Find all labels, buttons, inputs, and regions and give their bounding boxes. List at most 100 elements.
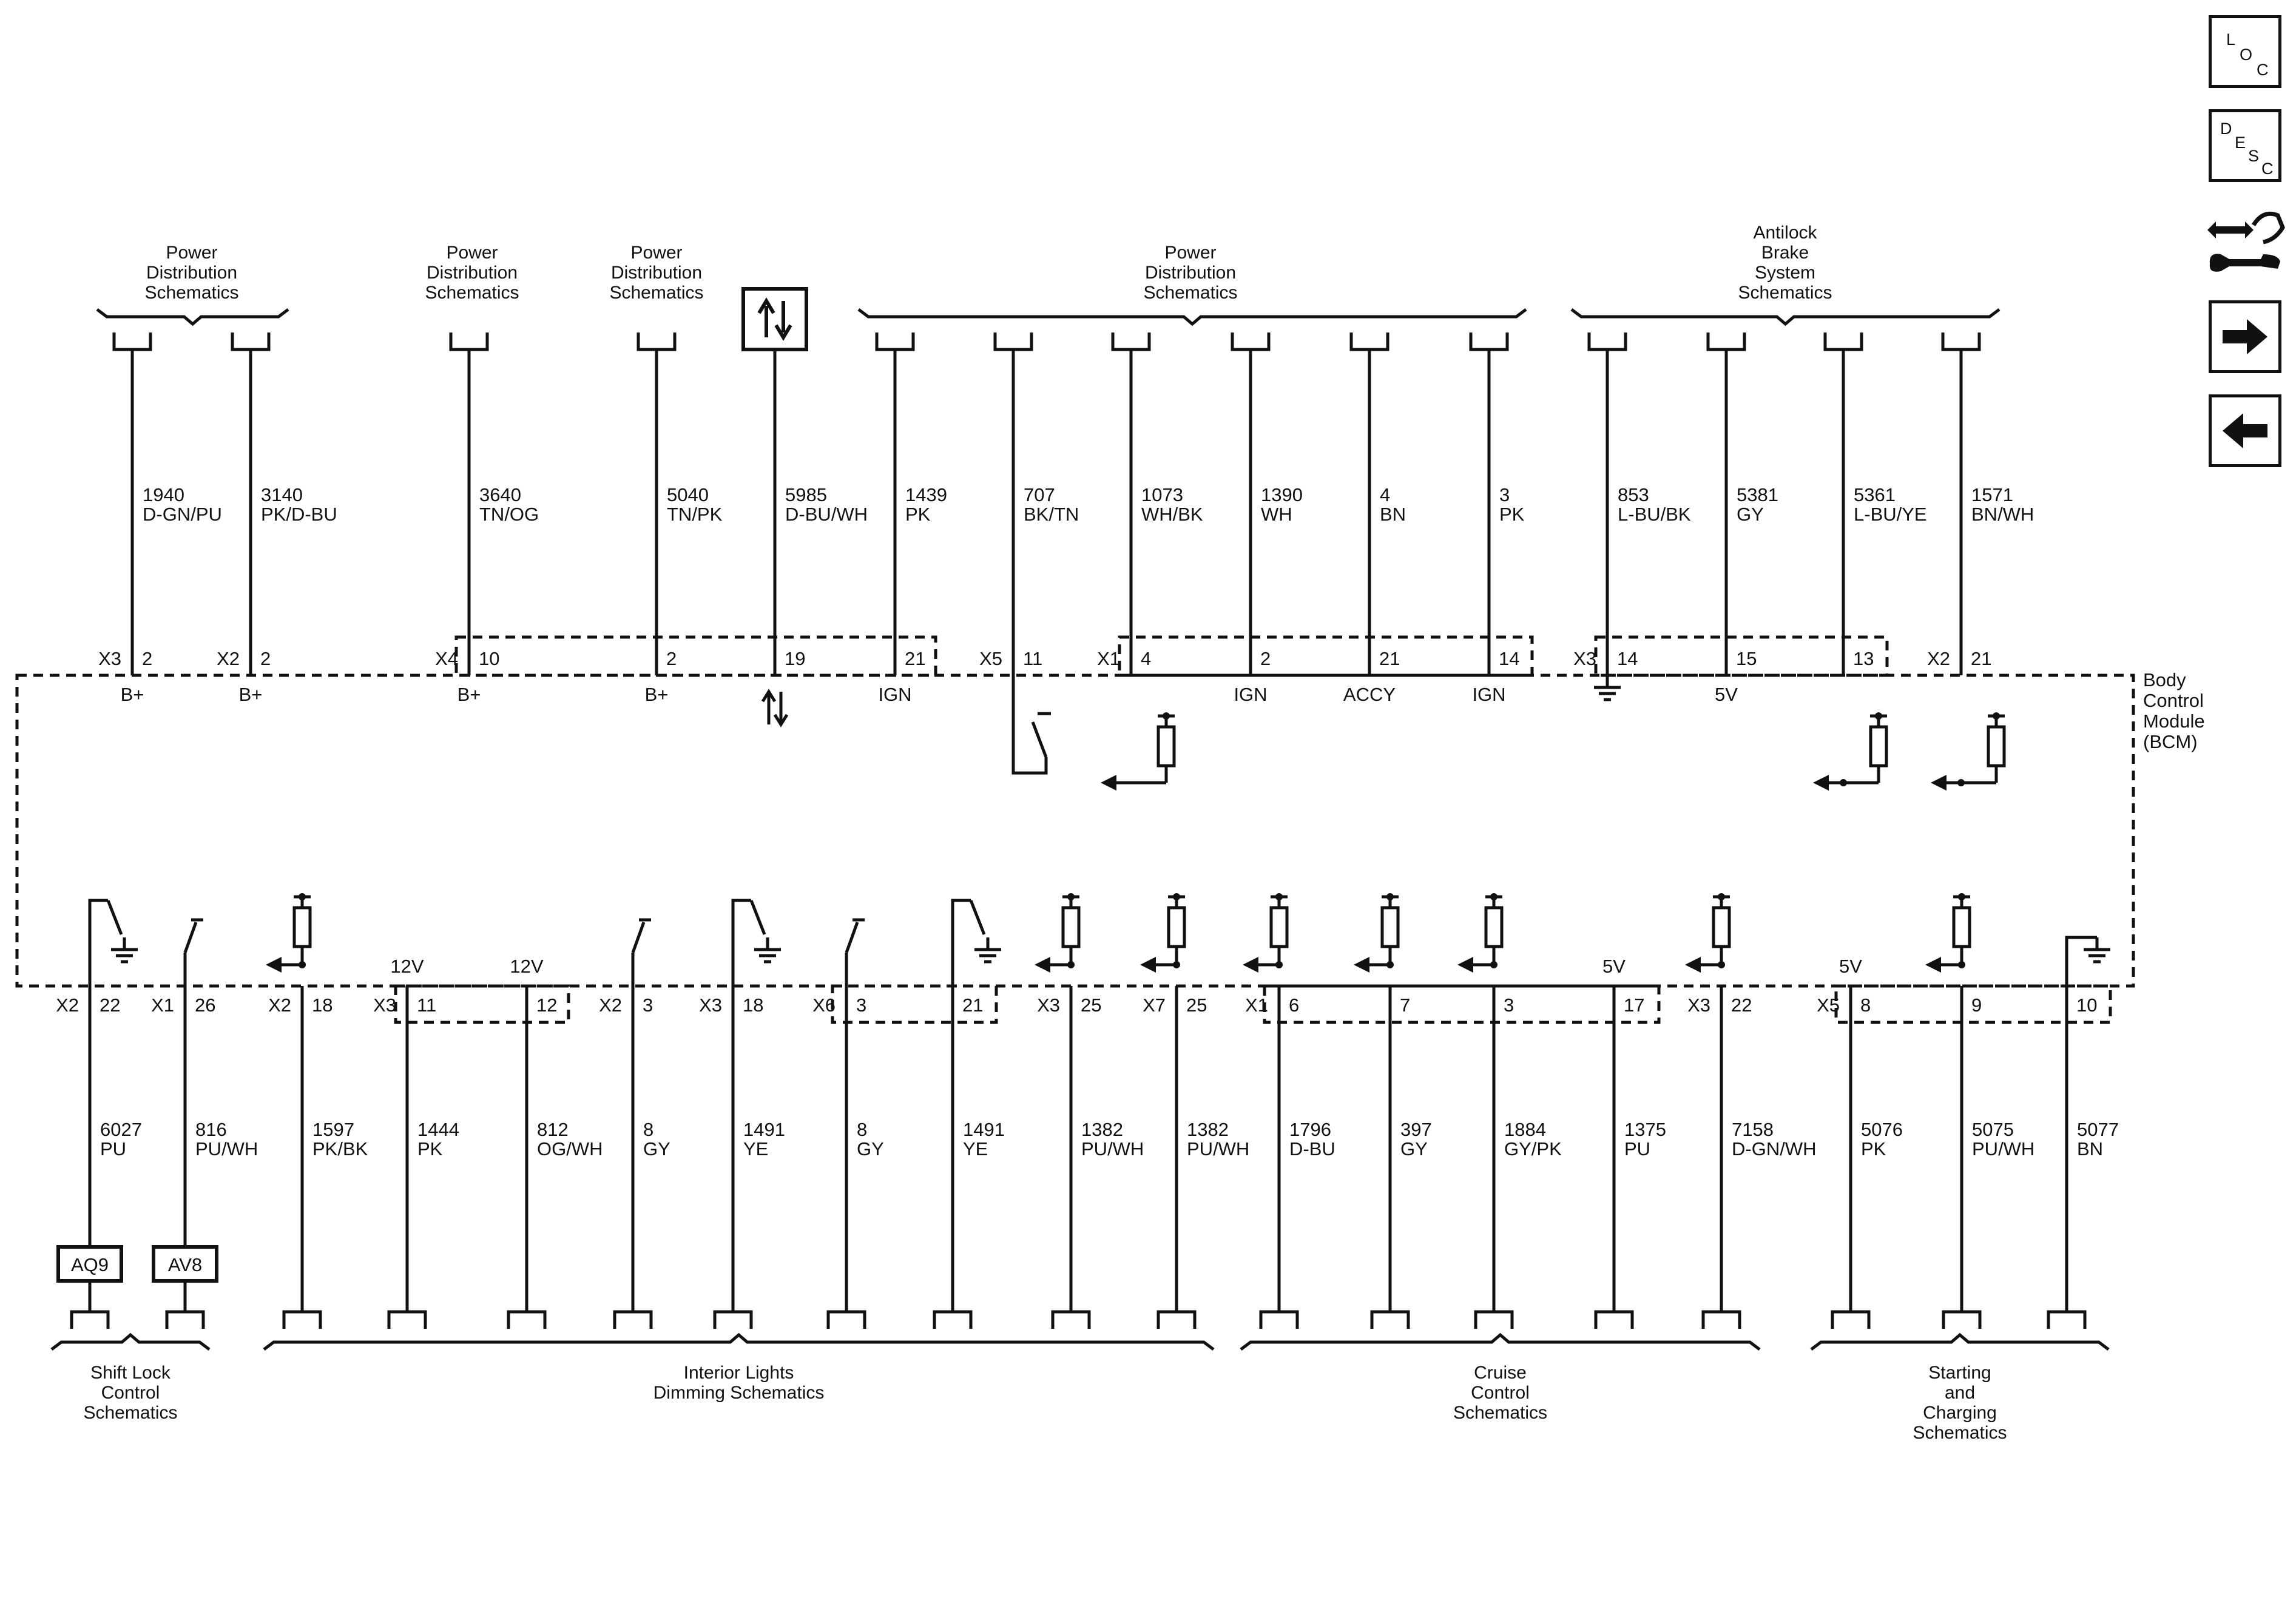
top-group-bracket	[96, 308, 289, 326]
top-pin-number: 4	[1141, 648, 1151, 669]
top-connector	[1941, 333, 1981, 351]
top-group-text: System	[1755, 263, 1815, 283]
bcm-name-line: (BCM)	[2143, 731, 2198, 752]
top-wire-color: WH	[1261, 504, 1292, 525]
bottom-connector-id: X2	[268, 994, 291, 1016]
pull-up-resistor-body	[1952, 906, 1971, 948]
bottom-connector	[165, 1310, 205, 1329]
bottom-circuit-number: 1597	[312, 1119, 354, 1140]
top-pin-label: B+	[121, 684, 144, 705]
top-circuit-number: 1571	[1971, 484, 2013, 505]
switch-wire	[731, 899, 751, 986]
top-group-text: Schematics	[1143, 283, 1237, 303]
top-wire-color: PK/D-BU	[261, 504, 337, 525]
top-pin-number: 14	[1617, 648, 1638, 669]
bottom-pin-label: 12V	[390, 956, 424, 977]
top-circuit-number: 707	[1024, 484, 1055, 505]
top-circuit-number: 1073	[1141, 484, 1183, 505]
top-connector-id: X2	[217, 648, 240, 669]
top-pin-number: 21	[1379, 648, 1400, 669]
top-circuit-number: 5040	[667, 484, 709, 505]
top-connector	[875, 333, 915, 351]
top-pin-number: 2	[260, 648, 271, 669]
bottom-wire-color: GY	[1400, 1138, 1428, 1160]
switch-wire	[951, 899, 971, 986]
bottom-pin-number: 7	[1400, 994, 1410, 1016]
bottom-circuit-number: 1491	[743, 1119, 785, 1140]
desc-letter: D	[2220, 120, 2232, 138]
bottom-connector	[282, 1310, 322, 1329]
bottom-group-text: Schematics	[83, 1403, 177, 1423]
switch-blade	[631, 922, 646, 953]
bottom-wire-color: PK/BK	[312, 1138, 368, 1160]
bottom-circuit-number: 8	[857, 1119, 867, 1140]
bottom-wire-color: PU/WH	[1187, 1138, 1249, 1160]
bcm-name-line: Control	[2143, 690, 2204, 711]
input-arrow	[1243, 957, 1258, 973]
bcm-outline	[15, 673, 2135, 988]
bottom-connector	[1474, 1310, 1514, 1329]
connector-tool-button[interactable]	[2203, 203, 2288, 288]
arrow-right-icon	[2223, 319, 2267, 354]
top-circuit-number: 3140	[261, 484, 303, 505]
bottom-pin-number: 8	[1860, 994, 1871, 1016]
bottom-pin-number: 10	[2076, 994, 2097, 1016]
top-pin-label: 5V	[1715, 684, 1738, 705]
top-connector	[112, 333, 152, 351]
top-connector	[993, 333, 1033, 351]
bottom-wire-color: YE	[743, 1138, 768, 1160]
top-pin-label: B+	[239, 684, 263, 705]
inline-device-label: AV8	[168, 1254, 202, 1275]
bidirectional-arrow-icon	[757, 297, 792, 341]
top-pin-number: 14	[1499, 648, 1519, 669]
input-arrow	[1035, 957, 1050, 973]
description-button[interactable]: D E S C	[2209, 109, 2281, 182]
bottom-circuit-number: 1491	[963, 1119, 1005, 1140]
input-arrow	[1931, 775, 1947, 791]
top-group-text: Schematics	[1738, 283, 1832, 303]
location-button[interactable]: L O C	[2209, 15, 2281, 88]
top-circuit-number: 1940	[143, 484, 184, 505]
pull-up-resistor-body	[1061, 906, 1081, 948]
top-connector-id: X3	[98, 648, 121, 669]
top-wire-color: TN/OG	[479, 504, 539, 525]
bottom-pin-number: 9	[1971, 994, 1982, 1016]
bottom-pin-number: 3	[856, 994, 866, 1016]
top-connector	[1823, 333, 1863, 351]
bottom-circuit-number: 6027	[100, 1119, 142, 1140]
bottom-wire-color: PK	[417, 1138, 443, 1160]
bottom-connector	[387, 1310, 427, 1329]
top-group-text: Power	[446, 243, 498, 263]
connector-tool-icon	[2207, 211, 2285, 272]
top-connector-frame	[454, 635, 937, 677]
bottom-group-text: Cruise	[1474, 1363, 1527, 1383]
top-connector	[1587, 333, 1627, 351]
top-pin-number: 21	[1971, 648, 1991, 669]
bottom-connector	[1594, 1310, 1634, 1329]
bcm-name-line: Body	[2143, 669, 2186, 690]
bottom-group-bracket	[263, 1332, 1215, 1351]
bottom-circuit-number: 1796	[1289, 1119, 1331, 1140]
bottom-wire-color: PU/WH	[1972, 1138, 2034, 1160]
switch-wire	[88, 899, 108, 986]
bottom-wire-color: PU/WH	[195, 1138, 258, 1160]
top-pin-label: IGN	[1234, 684, 1267, 705]
previous-page-button[interactable]	[2209, 394, 2281, 467]
bottom-pin-number: 22	[100, 994, 120, 1016]
next-page-button[interactable]	[2209, 300, 2281, 373]
top-wire-color: PK	[1499, 504, 1525, 525]
loc-letter: C	[2257, 61, 2269, 79]
switch-wire	[1011, 675, 1048, 775]
top-pin-number: 21	[905, 648, 925, 669]
bottom-connector-id: X2	[56, 994, 79, 1016]
top-wire-color: PK	[905, 504, 931, 525]
bottom-group-bracket	[1810, 1332, 2110, 1351]
inline-device-box	[152, 1245, 218, 1283]
top-group-text: Power	[630, 243, 682, 263]
desc-letter: S	[2248, 147, 2260, 165]
bottom-wire-color: D-BU	[1289, 1138, 1335, 1160]
bottom-pin-label: 5V	[1602, 956, 1626, 977]
bottom-pin-number: 17	[1624, 994, 1644, 1016]
bottom-connector	[1156, 1310, 1197, 1329]
bottom-circuit-number: 1884	[1504, 1119, 1546, 1140]
